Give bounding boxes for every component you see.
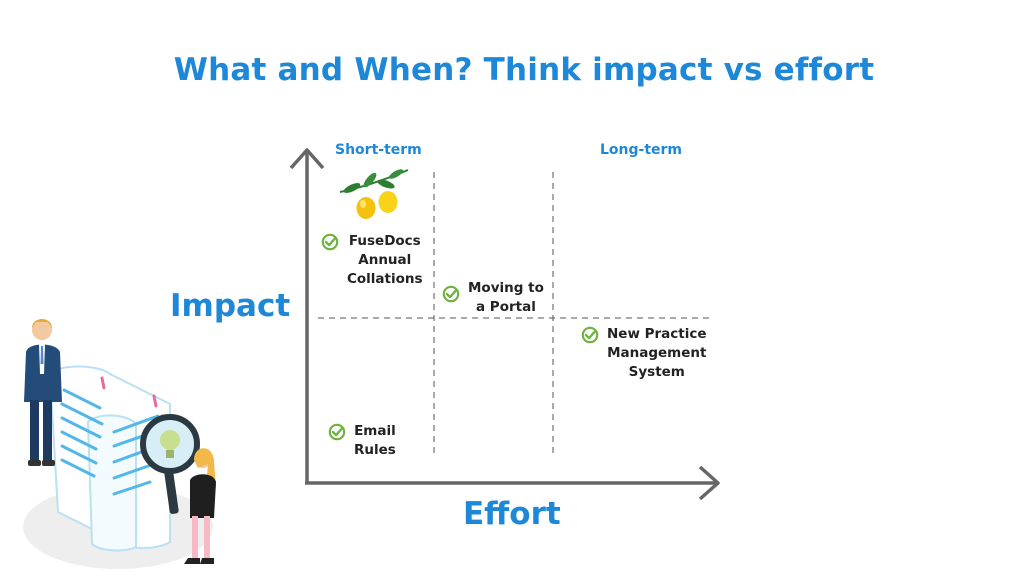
x-axis-arrow-icon: [698, 465, 720, 501]
lemon-branch-icon: [339, 169, 409, 219]
magnifier-illustration: [140, 414, 200, 514]
check-icon: [442, 285, 460, 303]
y-axis-label: Impact: [170, 288, 291, 324]
check-icon: [321, 233, 339, 251]
businessman-illustration: [23, 319, 216, 569]
check-icon: [581, 326, 599, 344]
y-axis-arrow-icon: [289, 148, 325, 170]
check-icon: [328, 423, 346, 441]
column-header-short-term: Short-term: [335, 142, 422, 158]
x-axis-label: Effort: [463, 496, 561, 532]
column-header-long-term: Long-term: [600, 142, 683, 158]
man-figure: [24, 319, 62, 466]
woman-figure: [184, 448, 216, 564]
page-title: What and When? Think impact vs effort: [173, 52, 875, 88]
